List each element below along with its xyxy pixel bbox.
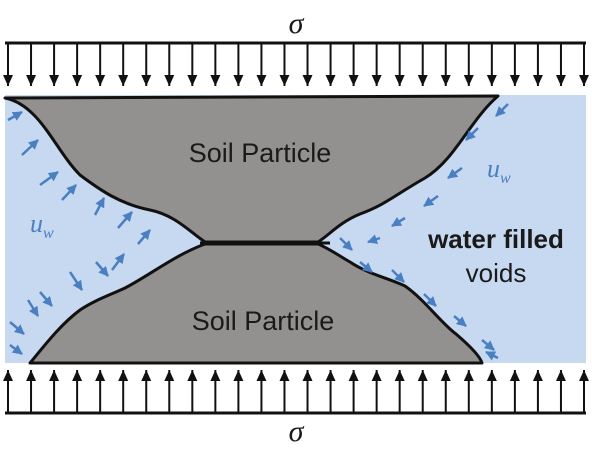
pore-pressure-arrow [339, 237, 353, 251]
pore-pressure-arrow [68, 271, 84, 291]
top-stress-arrow-head [95, 75, 106, 86]
top-stress-symbol: σ [289, 7, 305, 40]
top-stress-arrow-head [302, 75, 313, 86]
top-stress-arrow-head [187, 75, 198, 86]
pore-pressure-arrow [39, 291, 53, 307]
particle-top-label: Soil Particle [189, 138, 332, 168]
pore-pressure-arrow [61, 184, 77, 201]
pore-pressure-right-subscript: w [500, 170, 511, 187]
pore-pressure-arrow [26, 299, 40, 317]
bottom-stress-arrow-head [417, 370, 428, 381]
pore-pressure-arrow [9, 344, 23, 355]
pore-pressure-arrow [391, 216, 406, 228]
top-stress-arrow-head [233, 75, 244, 86]
top-stress-arrow-head [371, 75, 382, 86]
bottom-stress-arrow-head [325, 370, 336, 381]
pore-pressure-arrows [7, 103, 509, 361]
bottom-stress-arrow-head [233, 370, 244, 381]
pore-pressure-arrow [111, 253, 125, 271]
pore-pressure-arrow [93, 197, 106, 216]
pore-pressure-arrow [9, 321, 25, 335]
pore-pressure-arrow [39, 170, 59, 187]
top-stress-arrow-head [164, 75, 175, 86]
pore-pressure-arrow [423, 293, 437, 307]
top-stress-arrow-head [325, 75, 336, 86]
bottom-stress-arrow-head [394, 370, 405, 381]
bottom-stress-arrow-head [118, 370, 129, 381]
bottom-stress-arrow-head [164, 370, 175, 381]
top-stress-arrows [3, 43, 589, 86]
pore-pressure-arrow [465, 127, 479, 141]
top-stress-arrow-head [210, 75, 221, 86]
top-stress-arrow-head [49, 75, 60, 86]
pore-pressure-arrow [367, 234, 381, 244]
bottom-stress-arrow-head [579, 370, 589, 381]
top-stress-arrow-head [348, 75, 359, 86]
bottom-stress-arrow-head [302, 370, 313, 381]
top-stress-arrow-head [3, 75, 13, 86]
bottom-stress-arrow-head [509, 370, 520, 381]
bottom-stress-arrow-head [3, 370, 13, 381]
top-stress-arrow-head [555, 75, 566, 86]
pore-pressure-arrow [359, 261, 373, 273]
top-stress-arrow-head [463, 75, 474, 86]
pore-pressure-arrow [137, 229, 151, 245]
top-stress-arrow-head [486, 75, 497, 86]
pore-pressure-arrow [423, 194, 439, 208]
bottom-stress-arrow-head [371, 370, 382, 381]
soil-particle-bottom [28, 242, 484, 365]
voids-label-line1: water filled [427, 224, 564, 254]
top-stress-arrow-head [141, 75, 152, 86]
top-stress-arrow-head [256, 75, 267, 86]
pore-pressure-right-label: uw [487, 154, 511, 187]
top-stress-arrow-head [72, 75, 83, 86]
pore-pressure-arrow [495, 103, 509, 117]
bottom-stress-arrow-head [210, 370, 221, 381]
bottom-stress-arrow-head [555, 370, 566, 381]
bottom-stress-arrow-head [440, 370, 451, 381]
bottom-stress-arrow-head [95, 370, 106, 381]
top-stress-arrow-head [394, 75, 405, 86]
bottom-stress-arrow-head [532, 370, 543, 381]
bottom-stress-symbol: σ [289, 415, 305, 448]
top-stress-arrow-head [417, 75, 428, 86]
pore-pressure-arrow [95, 261, 109, 277]
pore-pressure-arrow [481, 339, 495, 351]
bottom-stress-arrow-head [463, 370, 474, 381]
pore-pressure-arrow [391, 269, 405, 283]
bottom-stress-arrow-head [49, 370, 60, 381]
bottom-stress-arrow-head [72, 370, 83, 381]
top-stress-arrow-head [509, 75, 520, 86]
bottom-stress-arrow-head [256, 370, 267, 381]
pore-pressure-left-subscript: w [43, 225, 54, 242]
top-stress-arrow-head [440, 75, 451, 86]
top-stress-arrow-head [532, 75, 543, 86]
pore-pressure-right-symbol: u [487, 154, 500, 183]
bottom-stress-arrow-head [348, 370, 359, 381]
bottom-stress-arrow-head [279, 370, 290, 381]
pore-pressure-arrow [117, 211, 133, 229]
pore-pressure-arrow [21, 139, 39, 156]
bottom-stress-arrow-head [26, 370, 37, 381]
top-stress-arrow-head [579, 75, 589, 86]
pore-pressure-arrow [453, 315, 467, 327]
particle-bottom-label: Soil Particle [192, 306, 335, 336]
pore-pressure-arrow [485, 350, 499, 361]
pore-pressure-arrow [447, 166, 463, 180]
bottom-stress-arrow-head [141, 370, 152, 381]
bottom-stress-arrow-head [187, 370, 198, 381]
voids-label-line2: voids [466, 258, 527, 288]
bottom-stress-arrow-head [486, 370, 497, 381]
top-stress-arrow-head [118, 75, 129, 86]
pore-pressure-left-symbol: u [30, 209, 43, 238]
top-stress-arrow-head [279, 75, 290, 86]
pore-pressure-left-label: uw [30, 209, 54, 242]
top-stress-arrow-head [26, 75, 37, 86]
bottom-stress-arrows [3, 370, 589, 413]
pore-pressure-arrow [7, 110, 23, 122]
